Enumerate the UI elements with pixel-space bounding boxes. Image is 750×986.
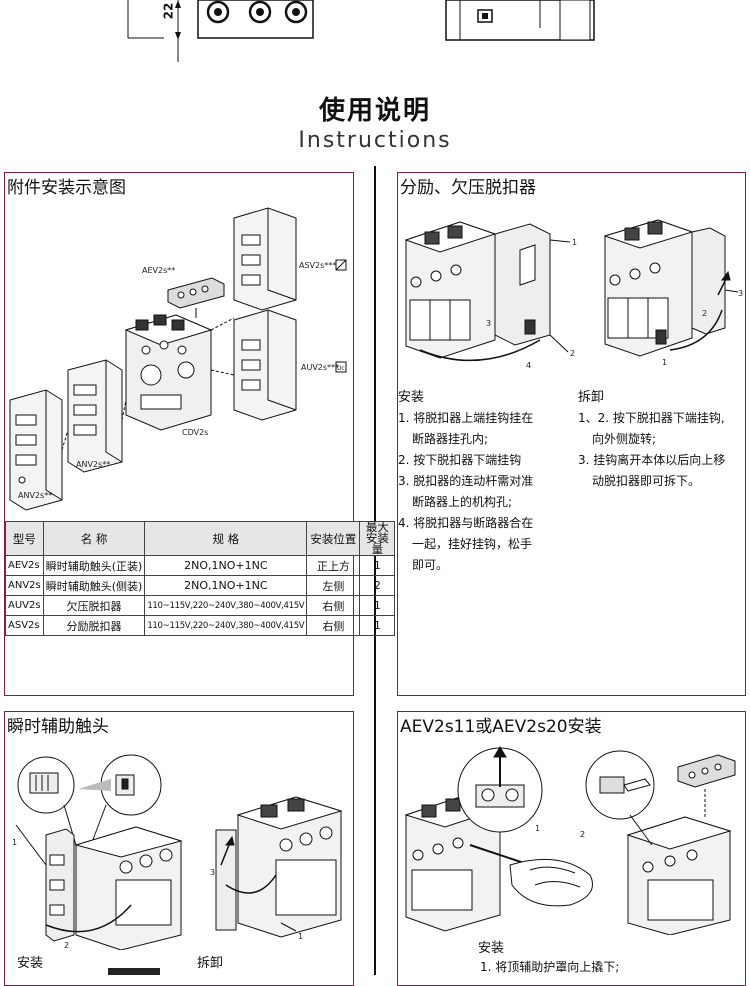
trip-install-step: 断路器上的机构孔; [412,495,513,509]
trip-install-step: 即可。 [412,558,449,572]
top-side-drawing [445,0,595,41]
aux-remove-label: 拆卸 [197,956,224,971]
trip-install-step: 3. 脱扣器的连动杆需对准 [398,474,534,488]
cell-model: AUV2s [5,595,44,616]
aux-callout-1: 1 [12,838,17,847]
trip-remove-step: 3. 挂钩离开本体以后向上移 [578,453,726,467]
cell-qty: 1 [359,595,396,616]
aux-callout-4: 1 [298,932,303,941]
aev-install-label: 安装 [478,941,505,956]
cell-spec: 2NO,1NO+1NC [144,555,308,576]
trip-remove-steps: 拆卸 1、2. 按下脱扣器下端挂钩, 向外侧旋转; 3. 挂钩离开本体以后向上移… [578,387,743,492]
th-position: 安装位置 [306,521,361,556]
table-row: AUV2s 欠压脱扣器 110~115V,220~240V,380~400V,4… [5,595,396,616]
cell-position: 右侧 [306,615,361,636]
label-anv-side: ANV2s** [76,460,110,469]
cell-model: AEV2s [5,555,44,576]
cell-position: 右侧 [306,595,361,616]
trip-remove-step: 1、2. 按下脱扣器下端挂钩, [578,411,725,425]
trip-install-step: 4. 将脱扣器与断路器合在 [398,516,534,530]
trip-callout-1: 1 [572,238,577,247]
th-name: 名 称 [42,521,146,556]
accessory-spec-table: 型号 名 称 规 格 安装位置 最大安装 量 AEV2s 瞬时辅助触头(正装) … [5,521,396,636]
trip-install-step: 断路器挂孔内; [412,432,489,446]
accessories-exploded-diagram: AEV2s** ASV2s*** AUV2s*** Uc CDV2s ANV2s… [9,207,347,511]
trip-remove-callout-1: 1 [662,358,667,367]
th-model: 型号 [5,521,44,556]
panel-aux-title: 瞬时辅助触头 [7,717,109,737]
cell-name: 瞬时辅助触头(正装) [42,555,146,576]
trip-remove-callout-2: 2 [702,309,707,318]
aev-callout-1: 1 [535,824,540,833]
th-max-qty: 最大安装 量 [359,521,396,556]
cell-qty: 1 [359,615,396,636]
panel-trip-title: 分励、欠压脱扣器 [400,178,536,198]
th-spec: 规 格 [144,521,308,556]
aev-step-1: 1. 将顶辅助护罩向上撬下; [480,960,620,974]
trip-install-steps: 安装 1. 将脱扣器上端挂钩挂在 断路器挂孔内; 2. 按下脱扣器下端挂钩 3.… [398,387,573,576]
aev-callout-2: 2 [580,830,585,839]
table-row: AEV2s 瞬时辅助触头(正装) 2NO,1NO+1NC 正上方 1 [5,555,396,576]
cell-spec: 2NO,1NO+1NC [144,575,308,596]
label-asv: ASV2s*** [299,261,336,270]
trip-install-diagram: 1 2 3 4 1 2 3 [404,219,743,370]
cell-spec: 110~115V,220~240V,380~400V,415V [144,615,308,636]
table-row: ANV2s 瞬时辅助触头(侧装) 2NO,1NO+1NC 左侧 2 [5,575,396,596]
aux-dark-tab [108,968,160,975]
trip-install-step: 2. 按下脱扣器下端挂钩 [398,453,522,467]
page-subtitle: Instructions [298,128,452,153]
trip-install-step: 一起，挂好挂钩，松手 [412,537,533,551]
cell-model: ANV2s [5,575,44,596]
trip-callout-4: 4 [526,361,531,370]
trip-remove-callout-3: 3 [738,289,743,298]
cell-name: 分励脱扣器 [42,615,146,636]
cell-qty: 1 [359,555,396,576]
dimension-label: 22 [161,2,176,20]
cell-name: 瞬时辅助触头(侧装) [42,575,146,596]
cell-name: 欠压脱扣器 [42,595,146,616]
cell-position: 正上方 [306,555,361,576]
aev-install-diagram: 1 2 [404,746,736,935]
table-row: ASV2s 分励脱扣器 110~115V,220~240V,380~400V,4… [5,615,396,636]
table-header-row: 型号 名 称 规 格 安装位置 最大安装 量 [5,521,396,556]
label-uc: Uc [337,365,345,372]
top-dimension-drawing [127,0,314,62]
label-aev: AEV2s** [142,266,175,275]
cell-model: ASV2s [5,615,44,636]
trip-install-step: 1. 将脱扣器上端挂钩挂在 [398,411,534,425]
trip-remove-heading: 拆卸 [578,390,605,405]
panel-accessories-title: 附件安装示意图 [7,178,126,198]
label-auv: AUV2s*** [301,363,339,372]
trip-remove-step: 动脱扣器即可拆下。 [592,474,701,488]
label-anv: ANV2s** [18,491,52,500]
panel-aev-title: AEV2s11或AEV2s20安装 [400,717,602,737]
trip-remove-step: 向外侧旋转; [592,432,657,446]
cell-position: 左侧 [306,575,361,596]
aux-callout-2: 2 [64,941,69,950]
trip-install-heading: 安装 [398,390,425,405]
aux-callout-3: 3 [210,868,215,877]
cell-spec: 110~115V,220~240V,380~400V,415V [144,595,308,616]
aux-contact-diagram: 1 2 3 1 [12,754,343,950]
trip-callout-3: 3 [486,319,491,328]
label-cdv: CDV2s [182,428,208,437]
page-title: 使用说明 [318,96,431,126]
aux-install-label: 安装 [17,956,44,971]
cell-qty: 2 [359,575,396,596]
trip-callout-2: 2 [570,349,575,358]
